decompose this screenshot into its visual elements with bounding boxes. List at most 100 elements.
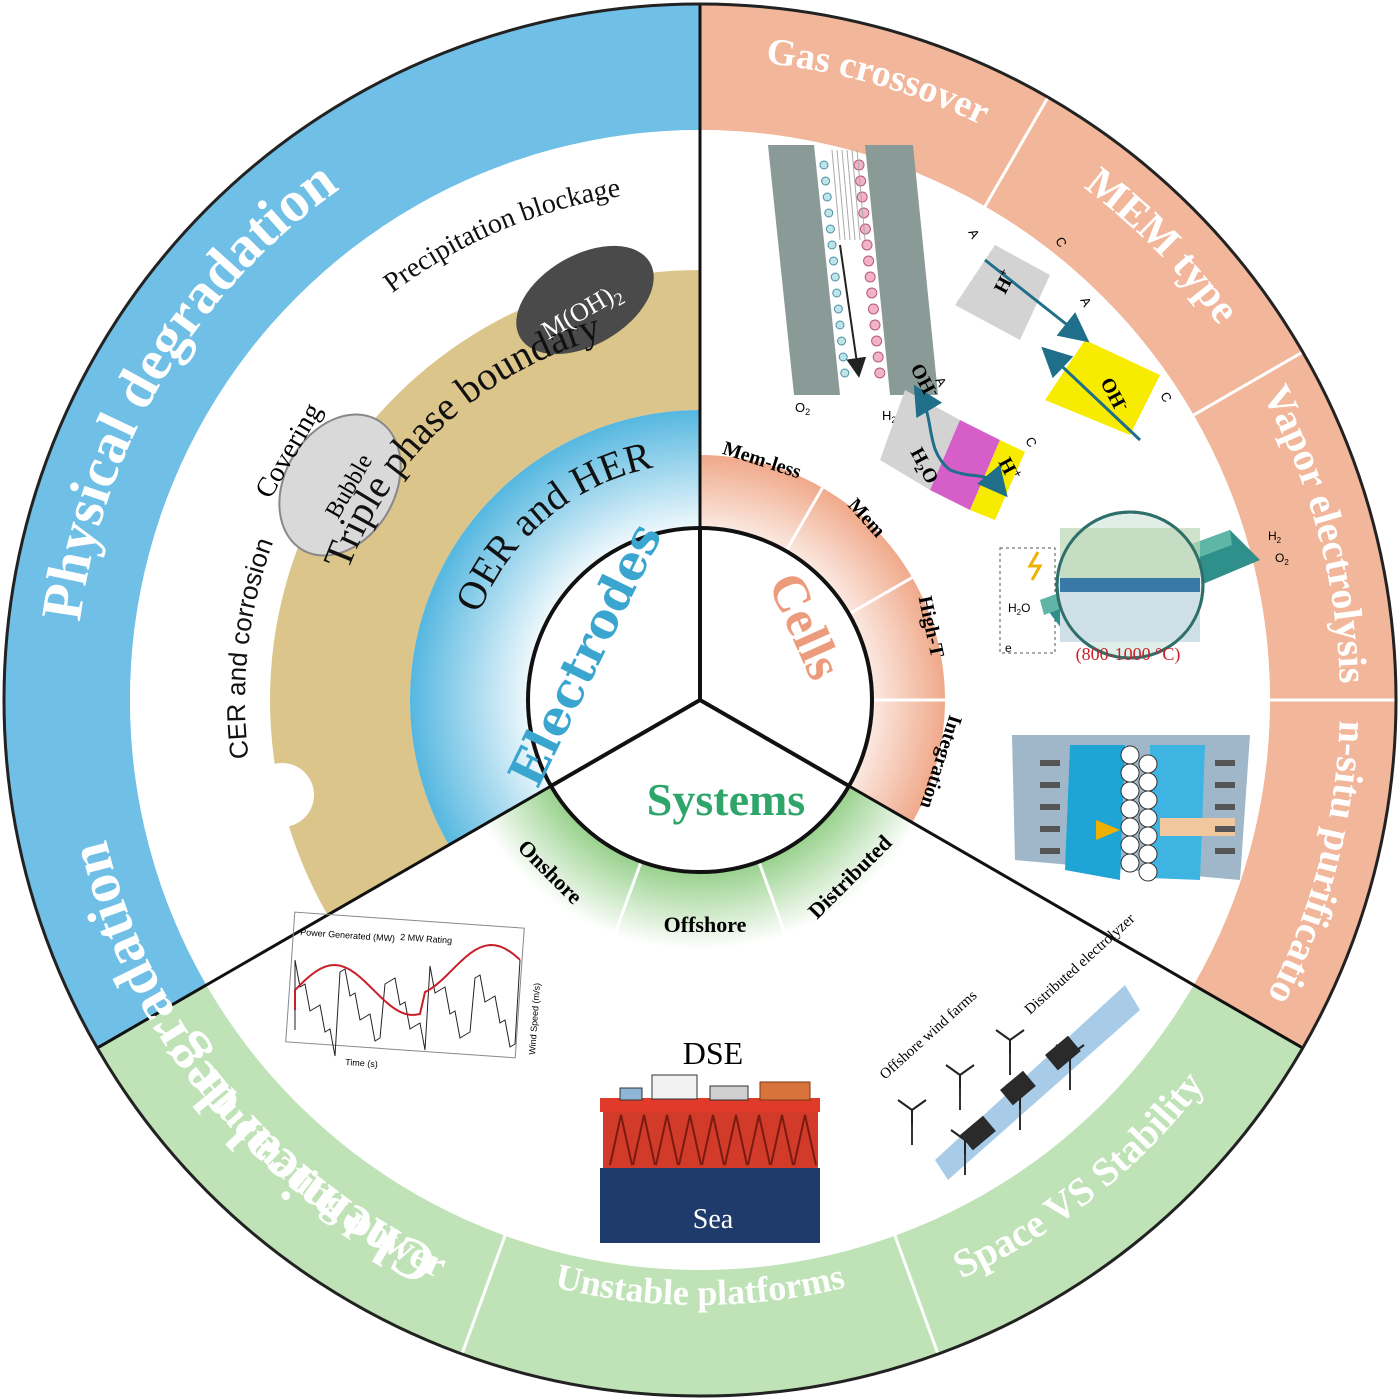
h2-bubble: [863, 255, 875, 267]
systems-subdivider-0: [757, 861, 941, 1359]
o2-bubble: [833, 304, 843, 314]
o2-bubble: [827, 240, 837, 250]
h2-bubble: [874, 367, 886, 379]
electrode-bar: [1215, 760, 1235, 766]
turbine-blades: [995, 1029, 1025, 1054]
soec-zoom-ring: [1055, 510, 1205, 660]
electrode-bar: [1040, 760, 1060, 766]
truss-brace: [678, 1114, 702, 1166]
cells-inner-sep-1: [848, 576, 913, 616]
membrane-sphere: [1138, 808, 1158, 828]
electrode-bar: [1215, 804, 1235, 810]
cells-inner-sep-0: [784, 487, 824, 552]
truss-brace: [609, 1114, 633, 1166]
hub-divider-right: [699, 698, 850, 788]
o2-bubble: [835, 320, 845, 330]
pem-membrane: [955, 245, 1050, 340]
o2-bubble: [824, 208, 834, 218]
membrane-sphere: [1138, 754, 1158, 774]
h2-bubble: [861, 239, 873, 251]
truss-brace: [770, 1114, 794, 1166]
soec-h2o-o: O: [1021, 601, 1030, 615]
membrane-sphere: [1120, 781, 1140, 801]
dse-label: DSE: [683, 1035, 743, 1071]
soec-h2o-label: H2O: [1008, 601, 1030, 617]
membrane-sphere: [1138, 862, 1158, 882]
truss-brace: [793, 1114, 817, 1166]
o2-bubble: [832, 288, 842, 298]
membrane-sphere: [1120, 835, 1140, 855]
bipolar-oh-sup: -: [929, 386, 944, 397]
o2-bubble: [825, 224, 835, 234]
membrane-sphere: [1120, 799, 1140, 819]
flow-streamline: [846, 149, 856, 241]
memless-right-electrode: [865, 145, 938, 395]
h2-bubble: [866, 287, 878, 299]
inner-rings: [410, 410, 945, 950]
soec-e-label: e: [1005, 641, 1012, 655]
electrolyzer-unit: [1045, 1035, 1081, 1071]
oh-arrow: [1041, 346, 1142, 442]
h2-bubble: [856, 191, 868, 203]
electrolyzer-unit: [960, 1115, 996, 1151]
notch-lower: [250, 763, 314, 827]
hub-label-systems: Systems: [647, 774, 805, 825]
bipolar-h-arrow: [949, 464, 1008, 498]
o2-bubble: [822, 192, 832, 202]
systems-subdivider-1: [459, 861, 643, 1359]
electrolyzer-unit: [1000, 1070, 1036, 1106]
integration-channel-right: [1150, 745, 1205, 880]
bipolar-magenta: [930, 420, 1000, 510]
oxygen-electrode: [1060, 592, 1200, 642]
o2-bubble: [830, 272, 840, 282]
circuit-wire: [999, 547, 1056, 654]
membrane-sphere: [1138, 844, 1158, 864]
integration-illustration: [1012, 735, 1250, 882]
divider-left: [75, 784, 552, 1062]
o2-bubble: [829, 256, 839, 266]
o2-subscript: 2: [805, 407, 810, 417]
bipolar-oh-arrow: [913, 384, 951, 472]
offshore-label: Offshore: [664, 912, 747, 937]
bubble-ellipse: [278, 413, 402, 557]
platform-tank: [709, 1085, 749, 1101]
lightning-icon: [1027, 551, 1043, 581]
flow-streamline: [856, 149, 866, 241]
flow-streamline: [831, 149, 841, 241]
electrode-bar: [1040, 848, 1060, 854]
soec-h2-sub: 2: [1277, 536, 1282, 545]
soec-o2-sub: 2: [1284, 558, 1289, 567]
electrode-bar: [1040, 804, 1060, 810]
flow-streamline: [836, 149, 846, 241]
o2-bubble: [821, 176, 831, 186]
membrane-sphere: [1120, 853, 1140, 873]
h2-bubble: [871, 335, 883, 347]
h2-bubble: [872, 351, 884, 363]
hub-divider-left: [550, 698, 701, 788]
h-plus-arrow: [984, 258, 1090, 343]
soec-temperature: (800-1000 °C): [1076, 644, 1181, 665]
truss-brace: [701, 1114, 725, 1166]
h2-bubble: [859, 223, 871, 235]
membrane-sphere: [1138, 790, 1158, 810]
oer-her-ring: [410, 410, 700, 845]
power-generated-line: [294, 944, 521, 1016]
truss-brace: [655, 1114, 679, 1166]
chart-time-label: Time (s): [345, 1057, 378, 1069]
cells-subdivider-1: [911, 348, 1307, 579]
systems-inner-ring: [483, 786, 917, 950]
electrode-bar: [1040, 782, 1060, 788]
memless-left-electrode: [768, 145, 840, 395]
h2-subscript: 2: [891, 415, 896, 425]
h2-bubble: [867, 303, 879, 315]
truss-brace: [632, 1114, 656, 1166]
systems-inner-area: [206, 786, 1194, 1270]
oh-sup: -: [1119, 400, 1134, 411]
turbine-blades: [945, 1064, 975, 1089]
o2-bubble: [819, 160, 829, 170]
electrolyte-layer: [1060, 578, 1200, 592]
